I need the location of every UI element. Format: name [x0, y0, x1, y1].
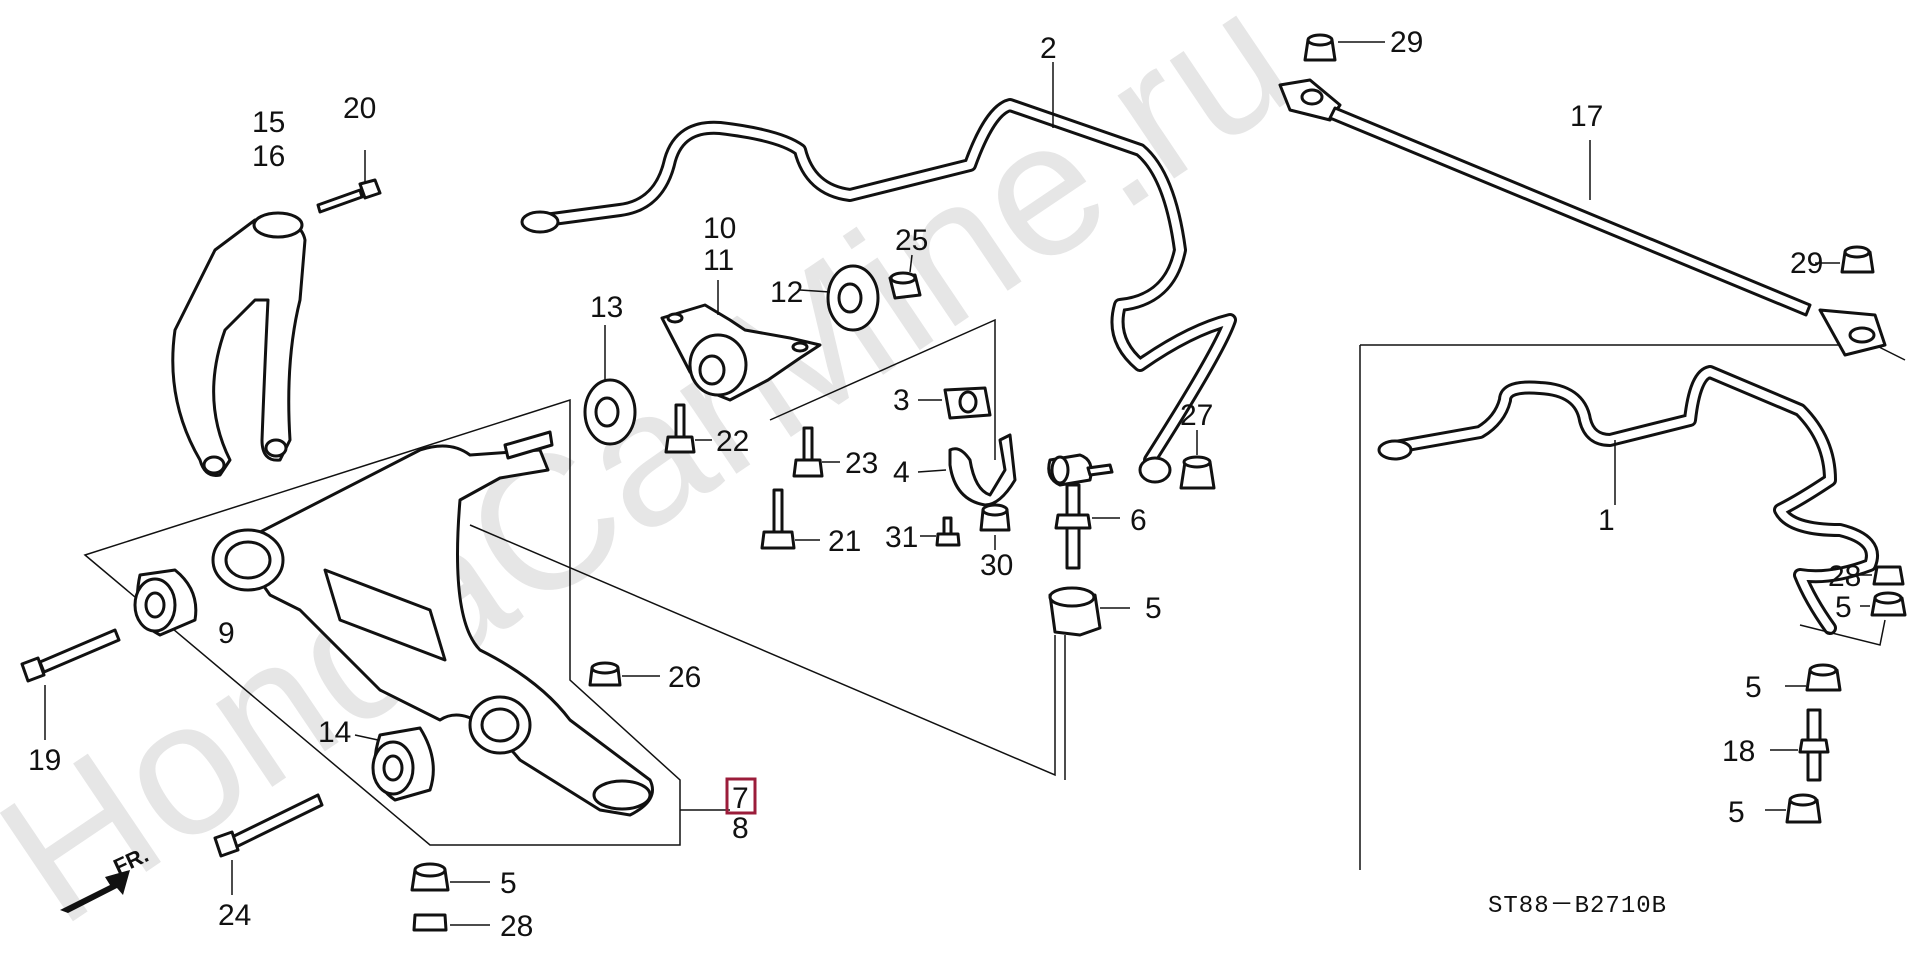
bushing-5-right-b-part[interactable] — [1805, 663, 1842, 692]
tie-rod-17-part[interactable] — [1278, 78, 1887, 357]
clamp-3-part[interactable] — [943, 386, 992, 420]
callout-15[interactable]: 15 — [252, 106, 285, 139]
bushing-bracket-part[interactable] — [660, 303, 822, 402]
callout-27[interactable]: 27 — [1180, 399, 1213, 432]
bushing-5-center-part[interactable] — [1048, 586, 1102, 637]
callout-5-right-a[interactable]: 5 — [1835, 591, 1852, 624]
callout-10[interactable]: 10 — [703, 212, 736, 245]
callout-5-right-b[interactable]: 5 — [1745, 671, 1762, 704]
nut-28-right-part[interactable] — [1872, 565, 1905, 586]
callout-28-lower[interactable]: 28 — [500, 910, 533, 943]
callout-8[interactable]: 8 — [732, 812, 749, 845]
callout-5-lower[interactable]: 5 — [500, 867, 517, 900]
bolt-19-part[interactable] — [20, 628, 121, 683]
nut-5-lower-part[interactable] — [410, 862, 450, 892]
bolt-20-part[interactable] — [316, 178, 382, 214]
callout-1[interactable]: 1 — [1598, 504, 1615, 537]
callout-31[interactable]: 31 — [885, 521, 918, 554]
callout-14[interactable]: 14 — [318, 716, 351, 749]
callout-6[interactable]: 6 — [1130, 504, 1147, 537]
stabilizer-bar-2-part[interactable] — [520, 98, 1237, 484]
bushing-5-right-c-part[interactable] — [1785, 793, 1822, 824]
callout-4[interactable]: 4 — [893, 456, 910, 489]
diagram-code: ST88－B2710B — [1488, 893, 1667, 920]
stabilizer-link-6-part[interactable] — [1047, 453, 1114, 570]
callout-9[interactable]: 9 — [218, 617, 235, 650]
callout-13[interactable]: 13 — [590, 291, 623, 324]
knuckle-bracket-part[interactable] — [171, 211, 307, 477]
bushing-9-part[interactable] — [133, 568, 198, 637]
bushing-13-part[interactable] — [583, 378, 637, 446]
bolt-22-part[interactable] — [664, 403, 696, 454]
callout-3[interactable]: 3 — [893, 384, 910, 417]
lower-arm-part[interactable] — [211, 430, 654, 817]
callout-30[interactable]: 30 — [980, 549, 1013, 582]
callout-11[interactable]: 11 — [703, 244, 734, 277]
callout-16[interactable]: 16 — [252, 140, 285, 173]
clamp-4-part[interactable] — [948, 433, 1017, 507]
callout-21[interactable]: 21 — [828, 525, 861, 558]
callout-24[interactable]: 24 — [218, 899, 251, 932]
callout-29-top[interactable]: 29 — [1390, 26, 1423, 59]
callout-29-right[interactable]: 29 — [1790, 247, 1823, 280]
bushing-5-right-a-part[interactable] — [1870, 591, 1907, 617]
link-18-part[interactable] — [1798, 708, 1830, 782]
callout-12[interactable]: 12 — [770, 276, 803, 309]
highlight-box-7 — [725, 777, 757, 815]
stabilizer-bar-1-part[interactable] — [1377, 365, 1879, 635]
bushing-14-part[interactable] — [371, 726, 435, 802]
callout-2[interactable]: 2 — [1040, 32, 1057, 65]
callout-19[interactable]: 19 — [28, 744, 61, 777]
callout-26[interactable]: 26 — [668, 661, 701, 694]
callout-28-right[interactable]: 28 — [1828, 560, 1861, 593]
bolt-21-part[interactable] — [760, 488, 796, 550]
callout-25[interactable]: 25 — [895, 224, 928, 257]
callout-5-right-c[interactable]: 5 — [1728, 796, 1745, 829]
callout-7[interactable]: 7 — [732, 782, 749, 815]
nut-29-right-part[interactable] — [1840, 245, 1875, 274]
bolt-24-part[interactable] — [213, 793, 324, 858]
nut-29-top-part[interactable] — [1303, 33, 1337, 62]
callout-22[interactable]: 22 — [716, 425, 749, 458]
callout-18[interactable]: 18 — [1722, 735, 1755, 768]
nut-25-part[interactable] — [888, 271, 922, 300]
front-direction-arrow-icon — [60, 870, 130, 913]
callout-17[interactable]: 17 — [1570, 100, 1603, 133]
callout-23[interactable]: 23 — [845, 447, 878, 480]
callout-5-center[interactable]: 5 — [1145, 592, 1162, 625]
lower-arm-group-outline — [83, 398, 681, 846]
nut-26-part[interactable] — [588, 661, 622, 687]
bushing-12-part[interactable] — [826, 264, 880, 332]
nut-27-part[interactable] — [1179, 455, 1216, 490]
callout-20[interactable]: 20 — [343, 92, 376, 125]
bolt-23-part[interactable] — [792, 426, 824, 478]
nut-30-part[interactable] — [979, 503, 1011, 532]
bolt-31-part[interactable] — [935, 516, 961, 547]
nut-28-lower-part[interactable] — [412, 913, 448, 932]
